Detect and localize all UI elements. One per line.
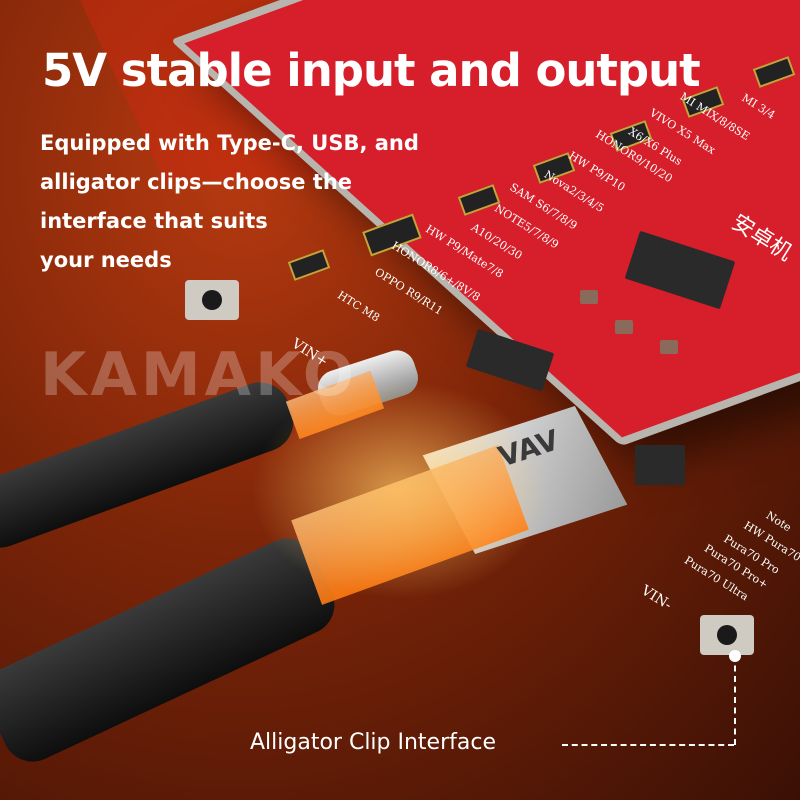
mount-hole [185, 280, 239, 320]
subtitle: Equipped with Type-C, USB, and alligator… [40, 124, 460, 280]
mount-hole-clip [700, 615, 754, 655]
subtitle-line: Equipped with Type-C, USB, and [40, 131, 419, 155]
subtitle-line: alligator clips—choose the [40, 170, 353, 194]
subtitle-line: your needs [40, 248, 172, 272]
watermark: KAMAKO [40, 340, 358, 410]
label-htc: HTC M8 [335, 288, 382, 325]
capacitor [660, 340, 678, 354]
headline: 5V stable input and output [42, 44, 701, 97]
light-glow [250, 380, 550, 600]
callout-dash [562, 744, 734, 746]
ic-chip [635, 445, 685, 485]
callout-line [734, 655, 736, 745]
alligator-clip-callout: Alligator Clip Interface [250, 730, 496, 755]
label-vin-minus: VIN- [638, 582, 675, 614]
capacitor [615, 320, 633, 334]
subtitle-line: interface that suits [40, 209, 268, 233]
capacitor [580, 290, 598, 304]
